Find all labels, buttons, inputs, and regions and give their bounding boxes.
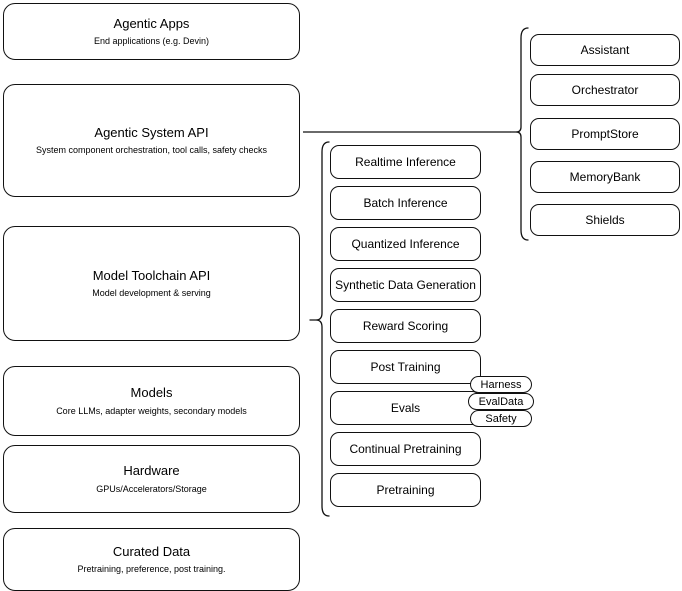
capability-label: Reward Scoring [362, 319, 449, 333]
component-label: MemoryBank [569, 170, 641, 184]
component-box-memorybank[interactable]: MemoryBank [530, 161, 680, 193]
capability-box-quantized-inference[interactable]: Quantized Inference [330, 227, 481, 261]
layer-box-curated-data[interactable]: Curated Data Pretraining, preference, po… [3, 528, 300, 591]
capability-label: Pretraining [376, 483, 435, 497]
capability-box-evals[interactable]: Evals [330, 391, 481, 425]
layer-subtitle: Pretraining, preference, post training. [77, 564, 226, 574]
eval-tag-harness[interactable]: Harness [470, 376, 532, 393]
component-label: Shields [585, 213, 625, 227]
capability-label: Continual Pretraining [349, 442, 462, 456]
capability-label: Synthetic Data Generation [335, 278, 476, 292]
capability-box-pretraining[interactable]: Pretraining [330, 473, 481, 507]
eval-tag-label: EvalData [478, 395, 524, 408]
capability-box-post-training[interactable]: Post Training [330, 350, 481, 384]
component-label: PromptStore [571, 127, 639, 141]
component-box-orchestrator[interactable]: Orchestrator [530, 74, 680, 106]
layer-title: Models [130, 385, 173, 401]
capability-label: Realtime Inference [355, 155, 456, 169]
component-label: Assistant [580, 43, 630, 57]
layer-subtitle: Model development & serving [92, 288, 211, 298]
eval-tag-label: Safety [485, 412, 517, 425]
capability-label: Post Training [370, 360, 441, 374]
layer-title: Model Toolchain API [92, 267, 211, 283]
layer-box-model-toolchain-api[interactable]: Model Toolchain API Model development & … [3, 226, 300, 341]
capability-label: Evals [390, 401, 421, 415]
component-box-assistant[interactable]: Assistant [530, 34, 680, 66]
capability-box-continual-pretraining[interactable]: Continual Pretraining [330, 432, 481, 466]
component-label: Orchestrator [571, 83, 639, 97]
layer-title: Curated Data [112, 543, 191, 559]
capability-box-batch-inference[interactable]: Batch Inference [330, 186, 481, 220]
layer-box-hardware[interactable]: Hardware GPUs/Accelerators/Storage [3, 445, 300, 513]
eval-tag-label: Harness [480, 378, 522, 391]
capability-box-reward-scoring[interactable]: Reward Scoring [330, 309, 481, 343]
layer-box-agentic-system-api[interactable]: Agentic System API System component orch… [3, 84, 300, 197]
eval-tag-safety[interactable]: Safety [470, 410, 532, 427]
capability-box-synthetic-data-generation[interactable]: Synthetic Data Generation [330, 268, 481, 302]
layer-subtitle: GPUs/Accelerators/Storage [96, 483, 207, 494]
component-box-shields[interactable]: Shields [530, 204, 680, 236]
component-box-promptstore[interactable]: PromptStore [530, 118, 680, 150]
layer-subtitle: System component orchestration, tool cal… [35, 145, 268, 155]
capability-box-realtime-inference[interactable]: Realtime Inference [330, 145, 481, 179]
layer-subtitle: End applications (e.g. Devin) [93, 36, 210, 46]
eval-tag-evaldata[interactable]: EvalData [468, 393, 534, 410]
layer-subtitle: Core LLMs, adapter weights, secondary mo… [56, 405, 247, 416]
layer-title: Agentic Apps [113, 15, 190, 31]
layer-box-models[interactable]: Models Core LLMs, adapter weights, secon… [3, 366, 300, 436]
capability-label: Quantized Inference [351, 237, 460, 251]
layer-box-agentic-apps[interactable]: Agentic Apps End applications (e.g. Devi… [3, 3, 300, 60]
layer-title: Hardware [123, 463, 180, 479]
layer-title: Agentic System API [94, 124, 209, 140]
capability-label: Batch Inference [363, 196, 448, 210]
